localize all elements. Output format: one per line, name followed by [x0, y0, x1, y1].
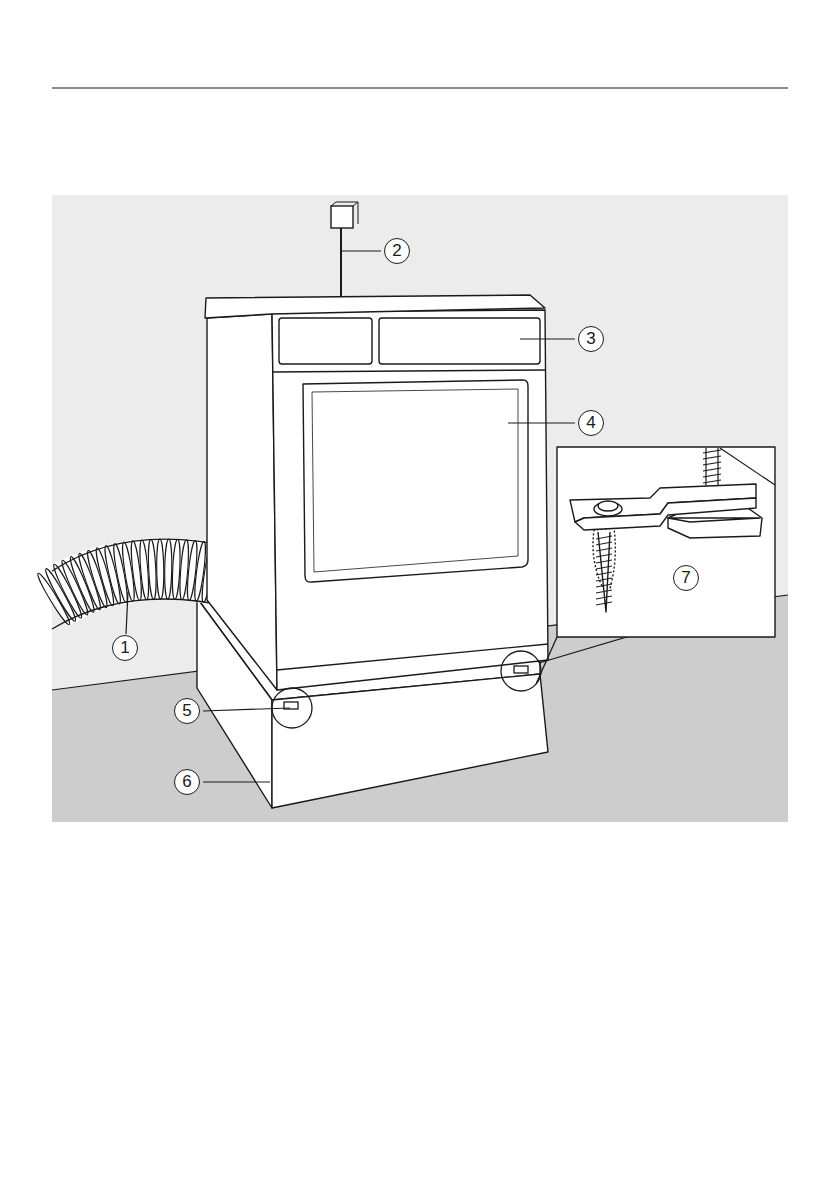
callout-number: 5	[174, 698, 200, 724]
callout-number: 3	[578, 326, 604, 352]
room-scene	[52, 195, 788, 822]
callout-number: 2	[384, 238, 410, 264]
dryer	[205, 295, 548, 690]
header-rule	[52, 87, 788, 88]
anchor-detail-inset	[557, 447, 775, 637]
callout-number: 1	[112, 635, 138, 661]
callout-number: 4	[578, 410, 604, 436]
callout-number: 7	[673, 565, 699, 591]
power-cable	[331, 202, 358, 296]
leader-lines	[126, 251, 575, 782]
callout-number: 6	[174, 769, 200, 795]
